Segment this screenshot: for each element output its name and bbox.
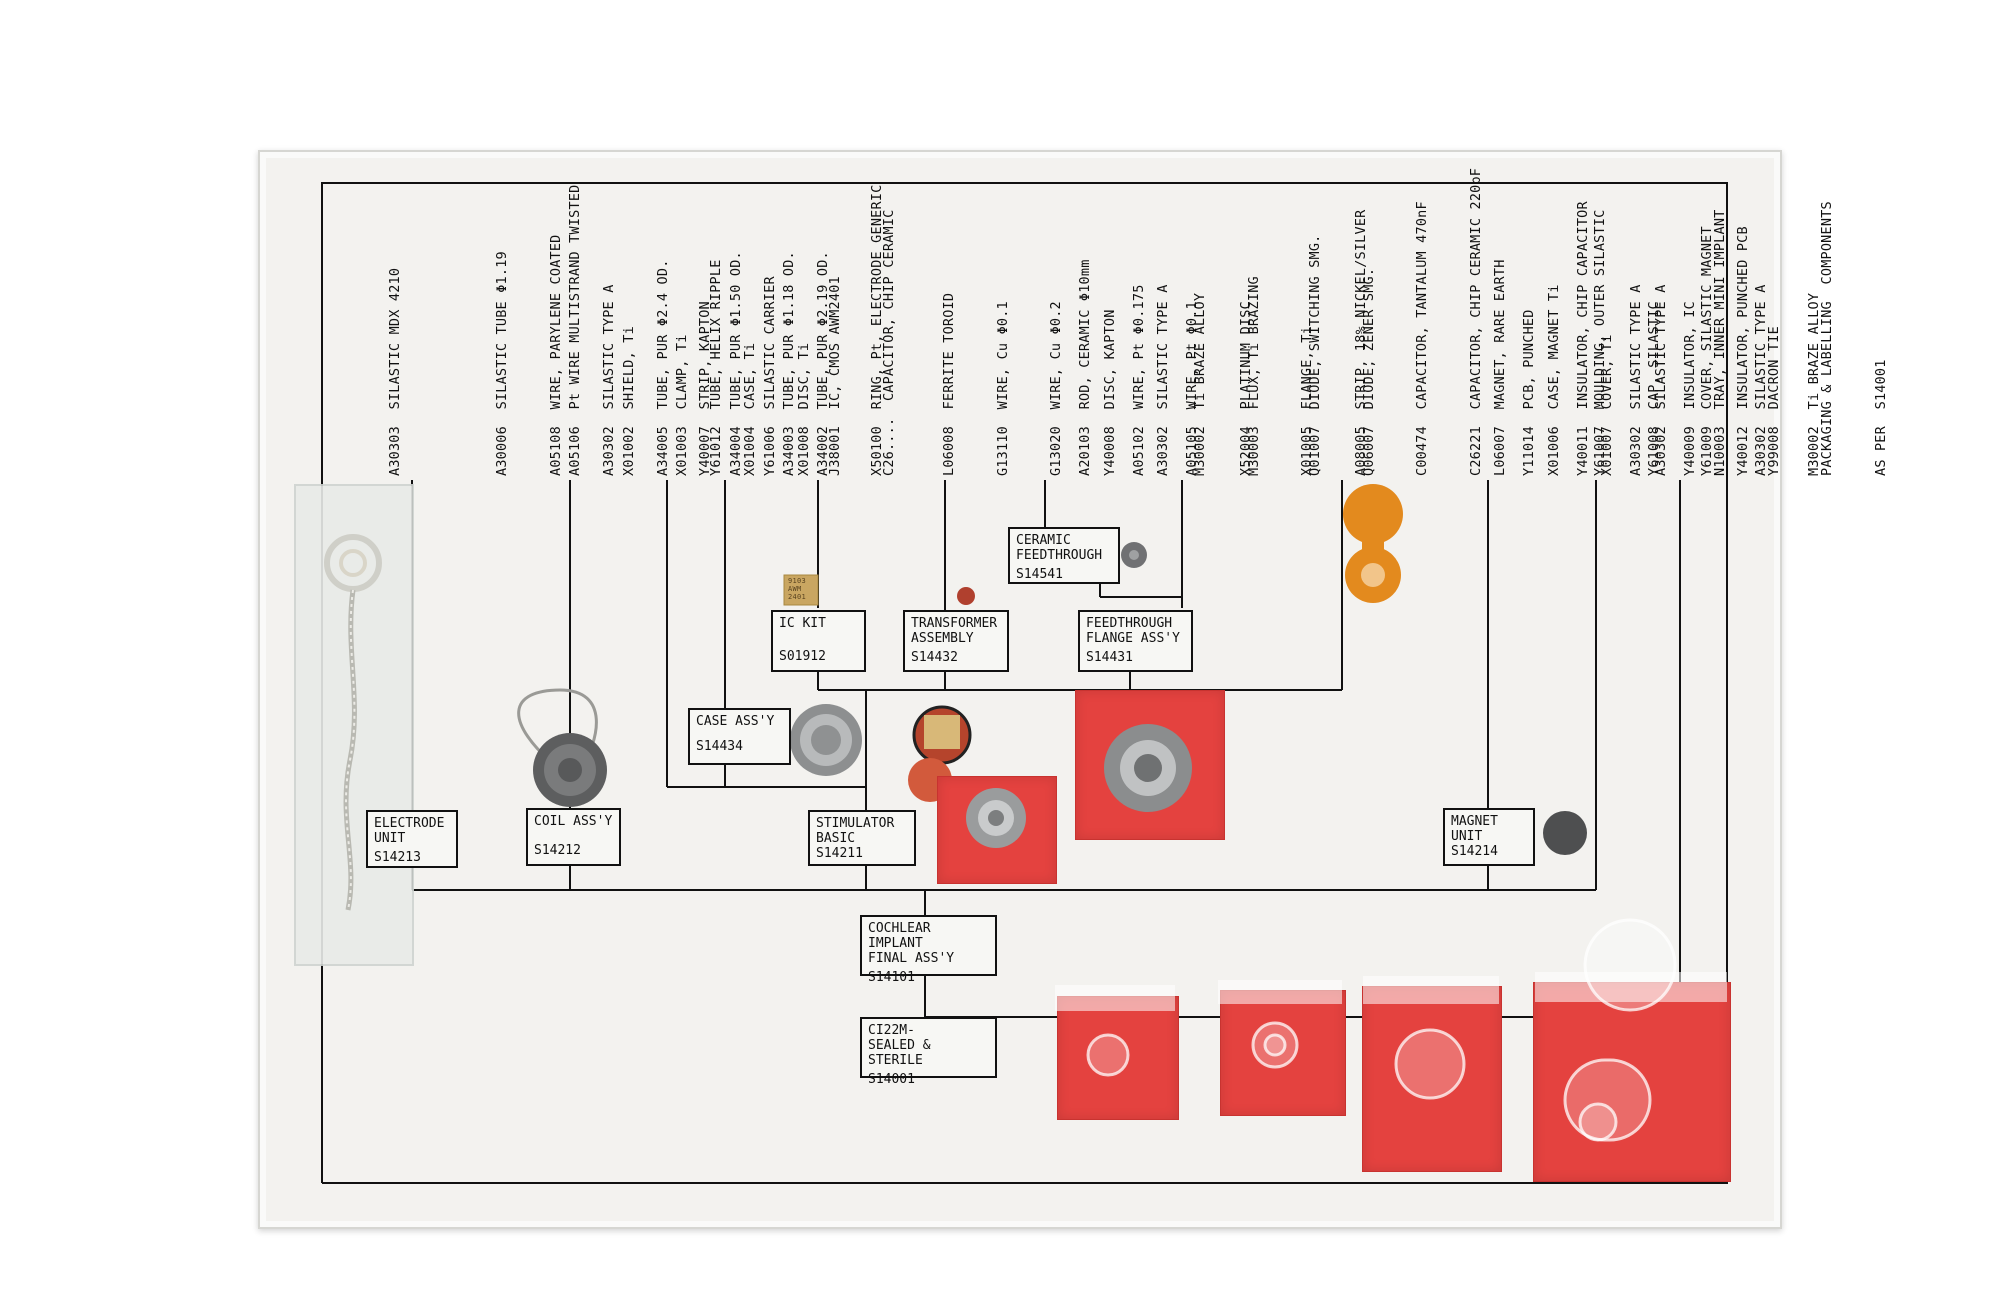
tape <box>1055 985 1175 1011</box>
tape <box>1535 972 1727 1002</box>
box-title: COCHLEAR IMPLANT FINAL ASS'Y <box>868 921 955 966</box>
case-sample <box>790 704 862 776</box>
box-ceramic-feedthrough: CERAMIC FEEDTHROUGH S14541 <box>1008 527 1120 584</box>
red-bag-1 <box>1057 996 1179 1120</box>
box-title: COIL ASS'Y <box>534 814 613 829</box>
box-code: S14213 <box>374 850 421 865</box>
box-code: S14431 <box>1086 650 1133 665</box>
box-ic-kit: IC KIT S01912 <box>771 610 866 672</box>
box-feedthrough-flange: FEEDTHROUGH FLANGE ASS'Y S14431 <box>1078 610 1193 672</box>
box-magnet-unit: MAGNET UNIT S14214 <box>1443 808 1535 866</box>
box-code: S01912 <box>779 649 826 664</box>
tape <box>1363 976 1499 1004</box>
box-coil-assy: COIL ASS'Y S14212 <box>526 808 621 866</box>
box-transformer-assembly: TRANSFORMER ASSEMBLY S14432 <box>903 610 1009 672</box>
box-code: S14001 <box>868 1072 915 1087</box>
coil-sample <box>517 688 607 807</box>
box-code: S14434 <box>696 739 743 754</box>
box-code: S14432 <box>911 650 958 665</box>
red-bag-4 <box>1533 982 1731 1182</box>
box-code: S14101 <box>868 970 915 985</box>
box-code: S14212 <box>534 843 581 858</box>
electronics-pcb-sample <box>1343 484 1403 603</box>
tape <box>1218 980 1342 1004</box>
box-code: S14214 <box>1451 844 1498 859</box>
magnet-sample <box>1543 811 1587 855</box>
red-bag-3 <box>1362 986 1502 1172</box>
box-code: S14211 <box>816 846 863 861</box>
electrode-sample <box>294 484 414 966</box>
box-stimulator-basic: STIMULATOR BASIC S14211 <box>808 810 916 866</box>
box-title: ELECTRODE UNIT <box>374 816 445 846</box>
box-ci22m-sealed-sterile: CI22M- SEALED & STERILE S14001 <box>860 1017 997 1087</box>
box-electrode-unit: ELECTRODE UNIT S14213 <box>366 810 458 868</box>
box-title: CASE ASS'Y <box>696 714 775 729</box>
box-title: CERAMIC FEEDTHROUGH <box>1016 533 1103 563</box>
box-title: IC KIT <box>779 616 826 631</box>
box-case-assy: CASE ASS'Y S14434 <box>688 708 791 765</box>
box-title: MAGNET UNIT <box>1451 814 1498 844</box>
ic-chip-markings: 9103 AWM 2401 <box>788 577 807 601</box>
box-title: CI22M- SEALED & STERILE <box>868 1023 931 1068</box>
box-title: TRANSFORMER ASSEMBLY <box>911 616 998 646</box>
red-bag-flange <box>1075 690 1225 840</box>
transformer-toroid <box>957 587 975 605</box>
box-title: STIMULATOR BASIC <box>816 816 895 846</box>
box-code: S14541 <box>1016 567 1063 582</box>
box-cochlear-implant-final-assy: COCHLEAR IMPLANT FINAL ASS'Y S14101 <box>860 915 997 985</box>
ic-chip-sample <box>783 574 819 606</box>
box-title: FEEDTHROUGH FLANGE ASS'Y <box>1086 616 1180 646</box>
